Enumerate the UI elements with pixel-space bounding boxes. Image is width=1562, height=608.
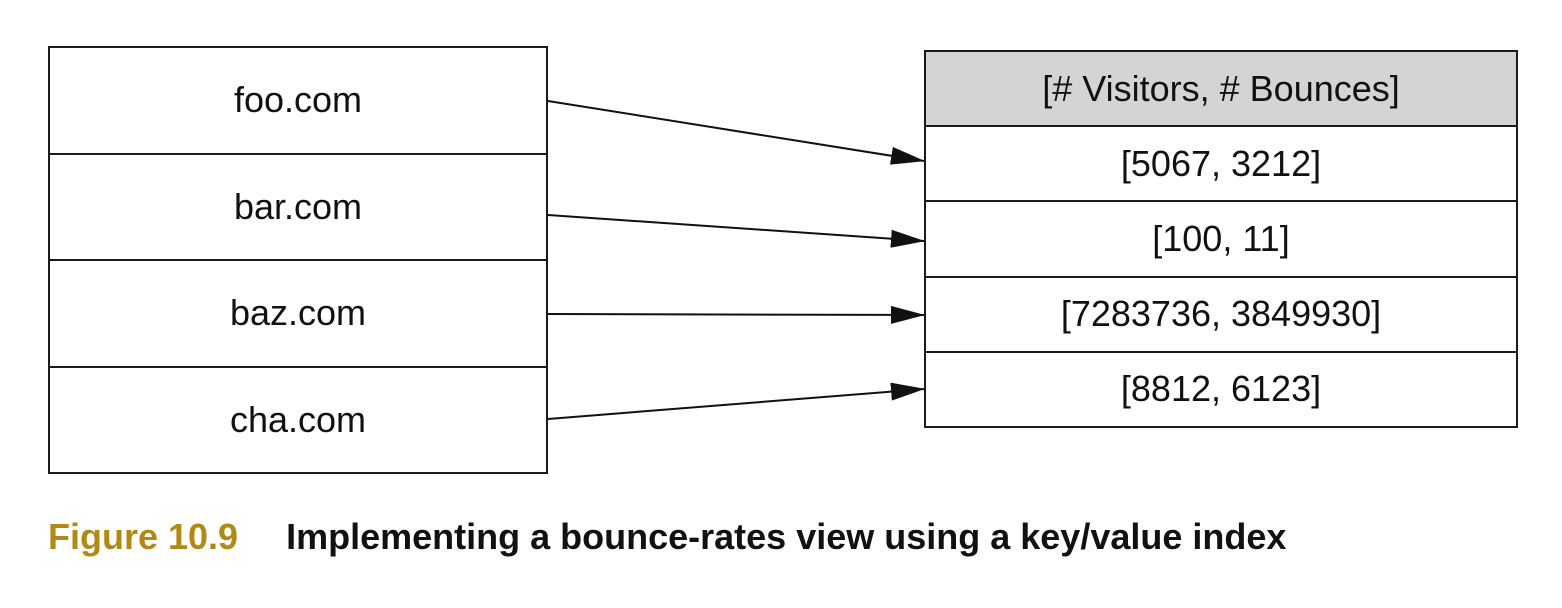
arrow-baz-to-row3 bbox=[547, 305, 925, 324]
figure-caption-text: Implementing a bounce-rates view using a… bbox=[286, 516, 1287, 557]
arrow-foo-to-row1 bbox=[547, 100, 925, 165]
arrow-cha-to-row4 bbox=[547, 382, 925, 420]
value-cell-2: [100, 11] bbox=[926, 200, 1516, 275]
key-cell-baz: baz.com bbox=[50, 259, 546, 366]
key-table: foo.com bar.com baz.com cha.com bbox=[48, 46, 548, 474]
key-cell-foo: foo.com bbox=[233, 79, 363, 121]
figure-caption: Figure 10.9 Implementing a bounce-rates … bbox=[48, 516, 1286, 558]
value-cell-3: [7283736, 3849930] bbox=[926, 275, 1516, 351]
key-cell-cha: cha.com bbox=[50, 365, 546, 473]
figure-label: Figure 10.9 bbox=[48, 516, 239, 557]
value-cell-1: [5067, 3212] bbox=[1120, 142, 1322, 184]
arrow-bar-to-row2 bbox=[547, 214, 925, 248]
key-cell-bar: bar.com bbox=[50, 152, 546, 260]
value-table: [# Visitors, # Bounces] [5067, 3212] [10… bbox=[924, 50, 1518, 428]
value-table-header: [# Visitors, # Bounces] bbox=[926, 52, 1516, 127]
value-cell-4: [8812, 6123] bbox=[926, 350, 1516, 426]
